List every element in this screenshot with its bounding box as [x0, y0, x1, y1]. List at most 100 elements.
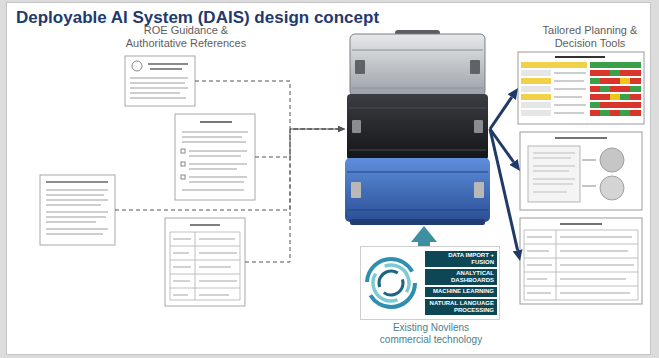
decision-tool-art: [630, 70, 641, 76]
deployable-case-stack: [347, 172, 488, 210]
decision-tool-art: [610, 86, 620, 92]
decision-tool-art: [560, 223, 602, 225]
decision-tool-art: [518, 52, 644, 124]
reference-document-art: [181, 149, 185, 153]
decision-tool-art: [620, 110, 630, 116]
reference-document-art: [181, 175, 185, 179]
reference-document-art: [46, 190, 108, 234]
decision-tool-art: [521, 78, 551, 84]
decision-tool-art: [630, 78, 641, 84]
reference-document-art: [40, 175, 115, 245]
capability-label: DATA IMPORT + FUSION: [428, 252, 494, 265]
reference-document-art: [200, 121, 232, 123]
decision-tool-art: [520, 132, 642, 210]
decision-tool-art: [610, 78, 620, 84]
capability-bar: MACHINE LEARNING: [425, 287, 497, 297]
decision-tool-art: [521, 94, 551, 100]
decision-tool-art: [590, 94, 600, 100]
decision-tool-art: [520, 218, 642, 304]
decision-tool-art: [518, 52, 644, 124]
decision-tool-art: [630, 94, 641, 100]
decision-tool: [520, 132, 642, 210]
decision-tool-art: [600, 102, 610, 108]
decision-tool-art: [555, 56, 605, 58]
dashed-connector: [255, 129, 338, 157]
reference-document-art: [130, 78, 188, 98]
reference-document: [125, 56, 195, 106]
reference-document-art: [125, 56, 195, 106]
decision-tool-art: [528, 146, 580, 202]
reference-document-art: [190, 224, 220, 226]
decision-tool-art: [600, 176, 624, 200]
decision-tool-art: [620, 86, 630, 92]
decision-tool-art: [600, 148, 624, 172]
capability-bar: ANALYTICAL DASHBOARDS: [425, 269, 497, 285]
group-heading: ROE Guidance & Authoritative References: [116, 24, 256, 50]
decision-tool-art: [600, 70, 610, 76]
deployable-case-stack: [345, 158, 490, 222]
hardware-case-stack: [345, 32, 490, 226]
reference-document-art: [40, 175, 115, 245]
deployable-case-stack: [350, 34, 485, 96]
decision-tool-art: [521, 102, 551, 108]
dashed-connector: [195, 81, 338, 129]
decision-tool-art: [590, 110, 600, 116]
decision-tool-art: [527, 237, 634, 293]
deployable-case-stack: [474, 120, 483, 133]
decision-tool-art: [590, 70, 600, 76]
deployable-case-stack: [474, 182, 484, 198]
decision-tool-art: [620, 78, 630, 84]
group-heading: Tailored Planning & Decision Tools: [535, 24, 645, 50]
decision-tool: [518, 52, 644, 124]
decision-tool-art: [521, 110, 551, 116]
deployable-case-stack: [355, 60, 365, 74]
output-arrow: [490, 97, 512, 129]
decision-tool-art: [610, 110, 620, 116]
capability-label: NATURAL LANGUAGE PROCESSING: [428, 300, 494, 313]
deployable-case-stack: [345, 30, 490, 225]
decision-tool-art: [521, 62, 587, 68]
decision-tool-art: [590, 62, 641, 68]
reference-document-art: [125, 56, 195, 106]
reference-document-art: [46, 181, 108, 183]
reference-document-art: [182, 151, 247, 190]
deployable-case-stack: [349, 108, 486, 150]
capability-label: MACHINE LEARNING: [428, 288, 494, 295]
reference-document: [175, 114, 255, 200]
decision-tool-art: [600, 110, 610, 116]
decision-tool-art: [520, 132, 642, 210]
decision-tool-art: [521, 70, 551, 76]
reference-document-art: [132, 61, 142, 71]
reference-document-art: [175, 114, 255, 200]
novilens-logo: [367, 259, 415, 307]
capability-bar: DATA IMPORT + FUSION: [425, 251, 497, 267]
decision-tool-art: [630, 102, 641, 108]
decision-tool-art: [610, 102, 620, 108]
decision-tool-art: [533, 153, 575, 192]
reference-document-art: [165, 218, 245, 306]
reference-document-art: [170, 232, 240, 300]
technology-box: Existing Novilens commercial technologyD…: [360, 246, 500, 320]
decision-tool-art: [554, 73, 586, 113]
decision-tool-art: [524, 230, 638, 300]
capability-bar: NATURAL LANGUAGE PROCESSING: [425, 299, 497, 315]
reference-document: [165, 218, 245, 306]
novilens-logo: [376, 268, 407, 299]
deployable-case-stack: [470, 60, 480, 74]
decision-tool-art: [630, 86, 641, 92]
decision-tool: [520, 218, 642, 304]
decision-tool-art: [620, 70, 630, 76]
reference-document-art: [175, 114, 255, 200]
decision-tool-art: [590, 102, 600, 108]
deployable-case-stack: [347, 94, 488, 160]
output-arrow: [490, 129, 518, 250]
technology-caption: Existing Novilens commercial technology: [369, 322, 493, 346]
deployable-case-stack: [350, 219, 485, 225]
decision-tool-art: [620, 94, 630, 100]
reference-document-art: [165, 218, 245, 306]
dashed-connector: [245, 129, 338, 262]
decision-tool-art: [600, 94, 610, 100]
